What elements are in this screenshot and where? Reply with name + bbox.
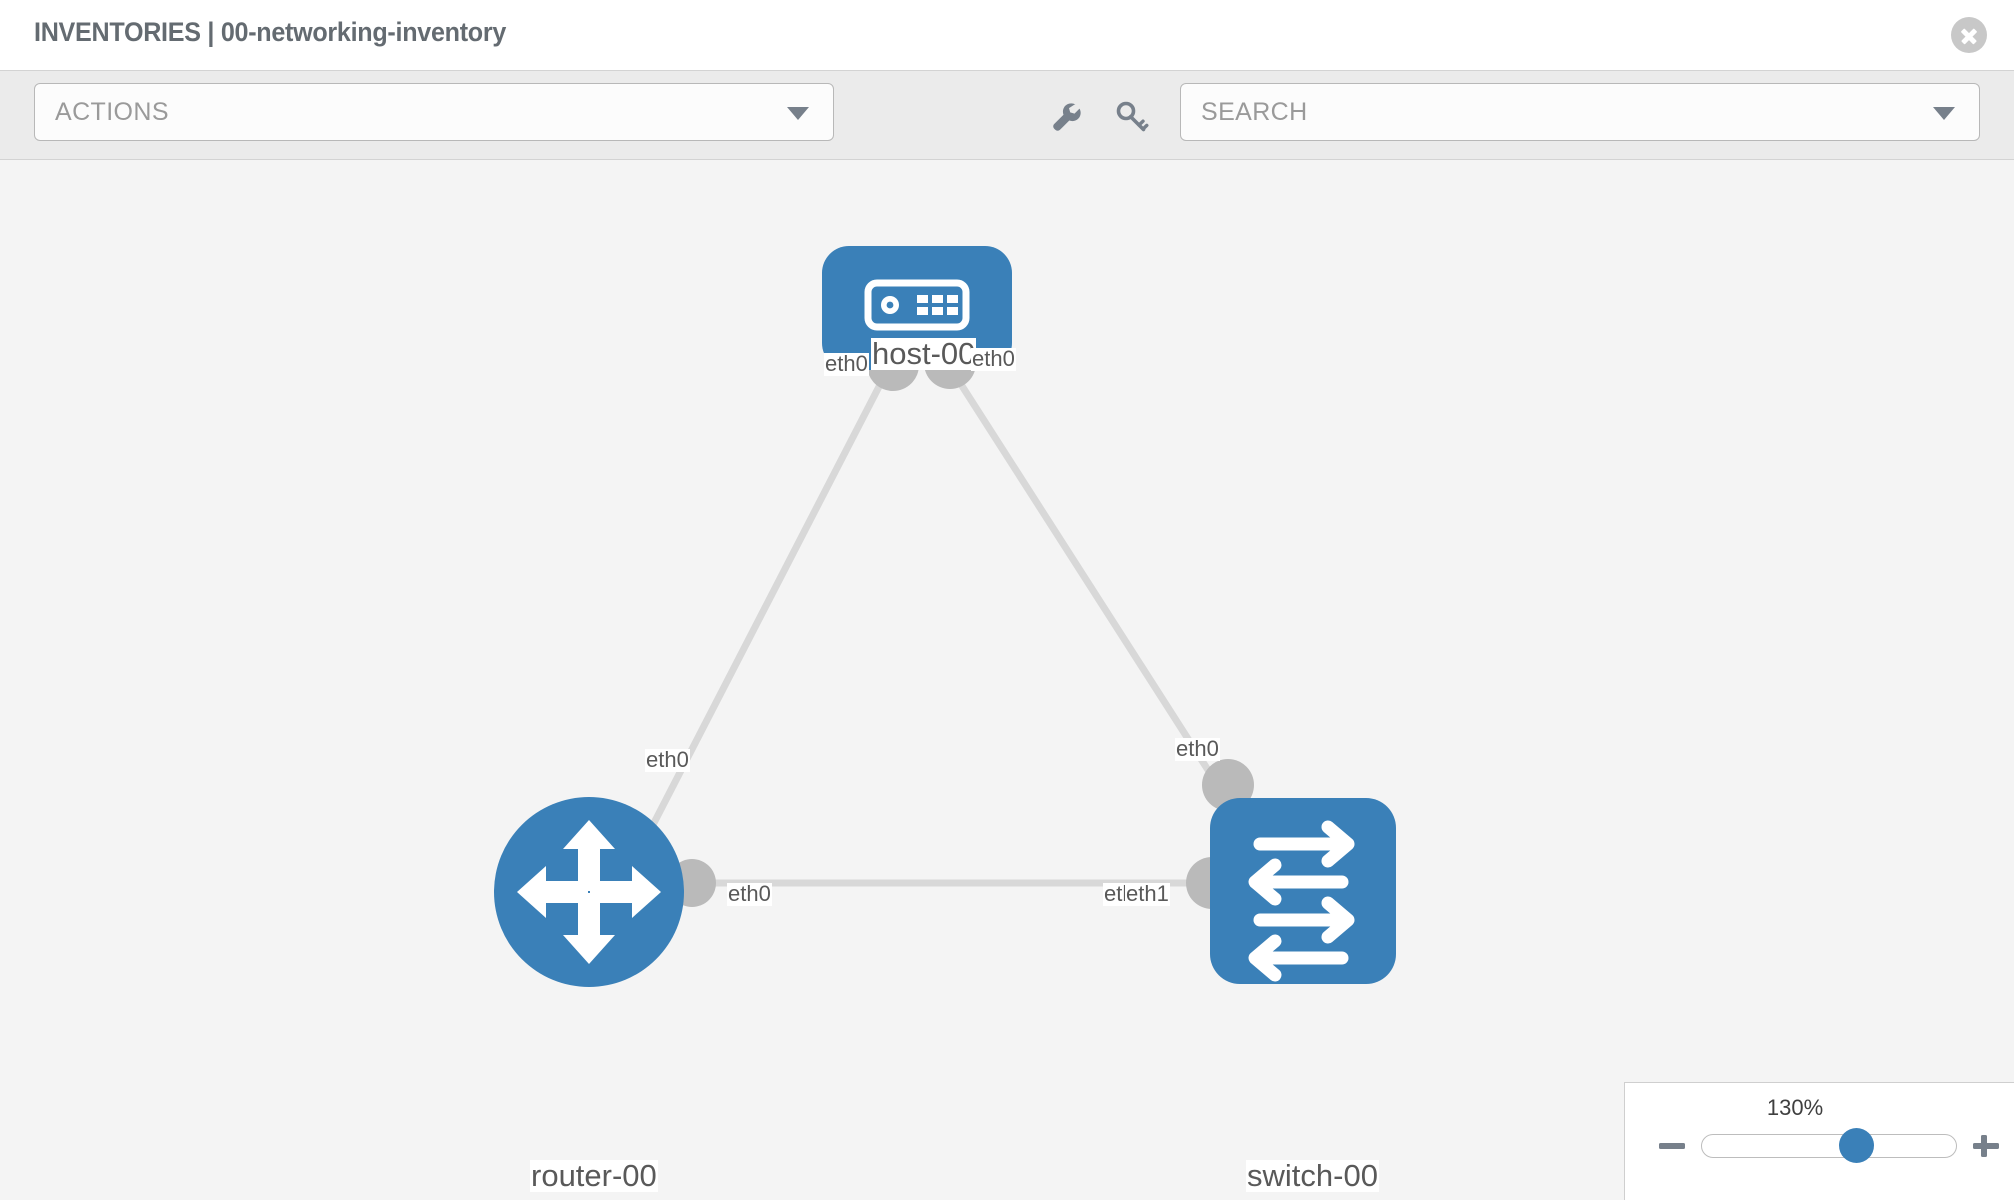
zoom-percent-label: 130% [1766, 1095, 1824, 1120]
zoom-control: 130% [1624, 1082, 2014, 1200]
topology-graph [494, 246, 1396, 987]
node-label-router-00: router-00 [530, 1158, 658, 1193]
interface-label-switch00-eth1: eth1 [1125, 881, 1170, 906]
search-input[interactable]: SEARCH [1180, 83, 1980, 141]
topology-canvas[interactable]: host-00 eth0 eth0 router-00 eth0 eth0 sw… [0, 160, 2014, 1200]
node-label-switch-00: switch-00 [1246, 1158, 1379, 1193]
app-header: INVENTORIES | 00-networking-inventory [0, 0, 2014, 70]
zoom-slider-thumb[interactable] [1839, 1128, 1874, 1163]
server-device-icon [864, 279, 970, 331]
actions-dropdown[interactable]: ACTIONS [34, 83, 834, 141]
plus-icon[interactable] [1971, 1131, 2001, 1161]
node-label-host-00: host-00 [871, 336, 977, 371]
node-switch-00[interactable] [1210, 798, 1396, 984]
interface-label-router00-eth0-right: eth0 [727, 881, 772, 906]
actions-dropdown-label: ACTIONS [55, 98, 169, 126]
toolbar: ACTIONS SEARCH [0, 70, 2014, 160]
interface-label-host00-eth0-right: eth0 [971, 346, 1016, 371]
close-icon[interactable] [1951, 17, 1987, 53]
search-placeholder: SEARCH [1201, 98, 1308, 126]
breadcrumb: INVENTORIES | 00-networking-inventory [34, 17, 507, 47]
wrench-icon[interactable] [1046, 98, 1086, 138]
interface-label-router00-eth0-up: eth0 [645, 747, 690, 772]
node-router-00[interactable] [494, 797, 684, 987]
interface-label-host00-eth0-left: eth0 [824, 351, 869, 376]
chevron-down-icon [1933, 107, 1955, 120]
interface-label-switch00-eth0: eth0 [1175, 736, 1220, 761]
topology-links [636, 373, 1243, 887]
link-host00-router00[interactable] [636, 373, 889, 852]
minus-icon[interactable] [1657, 1131, 1687, 1161]
zoom-slider[interactable] [1701, 1134, 1957, 1158]
switch-arrows-icon [1248, 820, 1355, 982]
router-arrows-icon [517, 820, 661, 964]
chevron-down-icon [787, 107, 809, 120]
key-icon[interactable] [1112, 98, 1152, 138]
